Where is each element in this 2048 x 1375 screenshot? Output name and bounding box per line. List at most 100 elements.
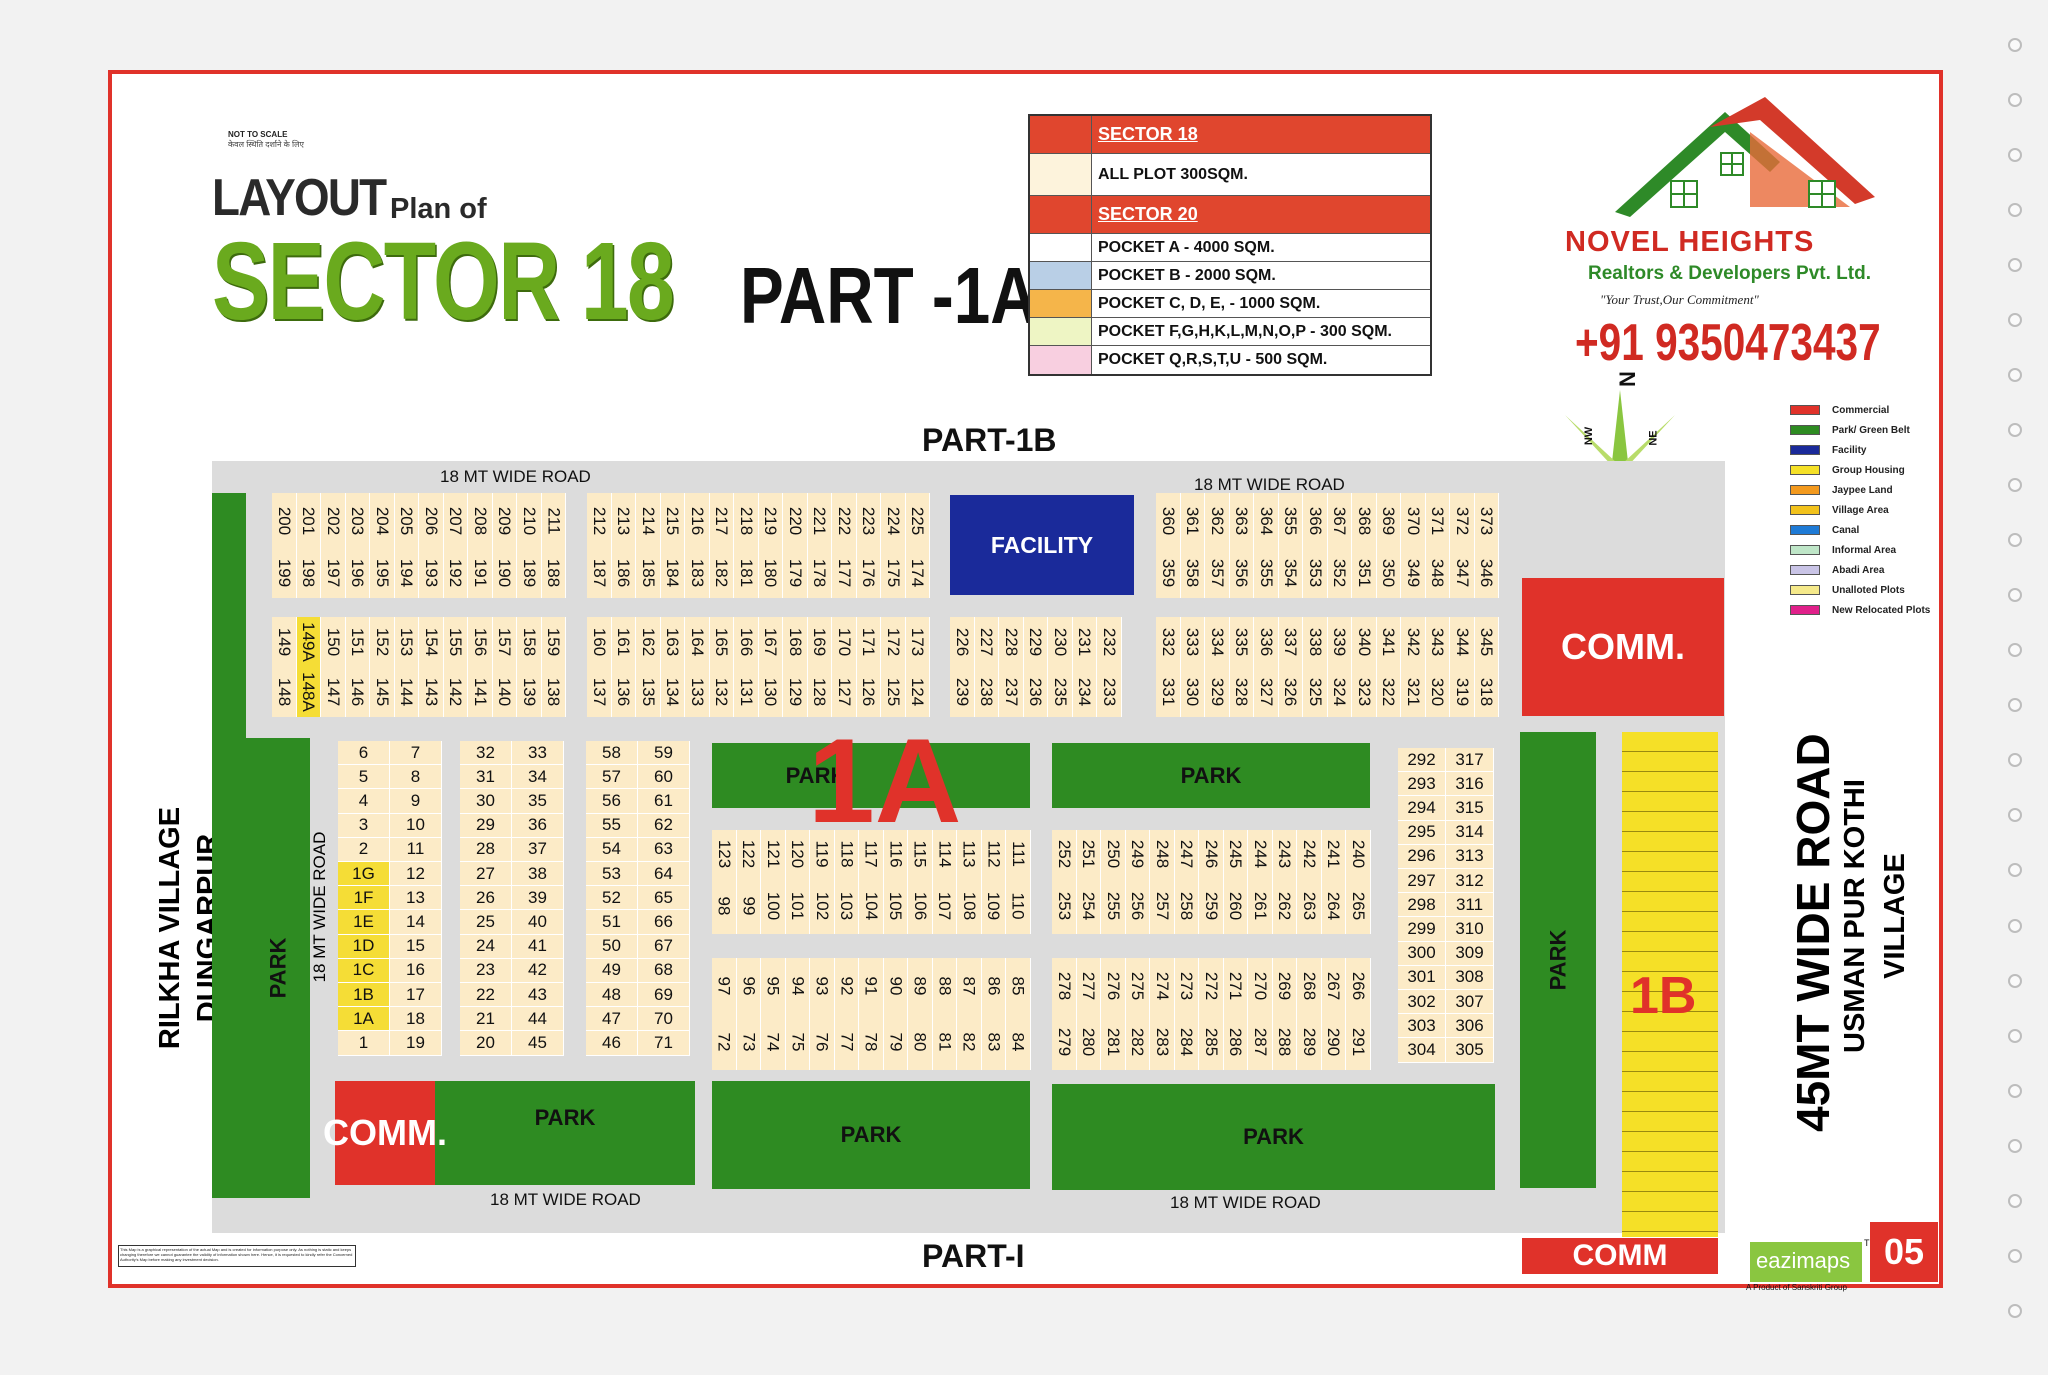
plot-1C: 1C <box>338 958 390 983</box>
plot-67: 67 <box>638 934 690 959</box>
key-swatch <box>1790 485 1820 495</box>
plot-number: 283 <box>1152 1027 1172 1057</box>
plot-number: 82 <box>959 1032 979 1052</box>
plot-1E: 1E <box>338 910 390 935</box>
plot-100: 100 <box>761 878 786 934</box>
plot-number: 226 <box>952 627 972 657</box>
plot-number: 260 <box>1226 891 1246 921</box>
plot-151: 151 <box>345 617 370 667</box>
plot-170: 170 <box>832 617 857 667</box>
plot-16: 16 <box>390 958 442 983</box>
plot-number: 135 <box>638 677 658 707</box>
park-left-vertical: PARK <box>246 738 310 1198</box>
park-right-vertical: PARK <box>1520 732 1596 1188</box>
plot-268: 268 <box>1297 958 1322 1014</box>
plot-21: 21 <box>460 1007 512 1032</box>
plot-183: 183 <box>685 548 710 598</box>
plot-number: 272 <box>1201 971 1221 1001</box>
plot-120: 120 <box>785 830 810 878</box>
plot-318: 318 <box>1474 667 1499 717</box>
plot-number: 253 <box>1054 891 1074 921</box>
plot-123: 123 <box>712 830 737 878</box>
plot-number: 355 <box>1256 558 1276 588</box>
binder-ring <box>2008 313 2022 328</box>
plot-number: 183 <box>687 558 707 588</box>
plot-109: 109 <box>981 878 1006 934</box>
plot-number: 330 <box>1183 677 1203 707</box>
plot-number: 326 <box>1281 677 1301 707</box>
plot-14: 14 <box>390 910 442 935</box>
plot-number: 257 <box>1152 891 1172 921</box>
plot-number: 78 <box>861 1032 881 1052</box>
plot-283: 283 <box>1150 1014 1175 1070</box>
plot-202: 202 <box>321 493 346 548</box>
legend-text: SECTOR 18 <box>1098 124 1198 144</box>
plot-327: 327 <box>1254 667 1279 717</box>
plot-159: 159 <box>541 617 566 667</box>
plot-260: 260 <box>1223 878 1248 934</box>
binder-rings <box>2008 38 2028 1318</box>
plot-number: 127 <box>834 677 854 707</box>
plot-number: 154 <box>421 627 441 657</box>
plot-number: 186 <box>614 558 634 588</box>
plot-112: 112 <box>981 830 1006 878</box>
plot-number: 175 <box>883 558 903 588</box>
plot-148: 148 <box>272 667 297 717</box>
plot-19: 19 <box>390 1031 442 1056</box>
comm-label: COMM. <box>1561 626 1685 667</box>
plot-number: 197 <box>323 558 343 588</box>
plot-317: 317 <box>1446 748 1494 773</box>
plot-363: 363 <box>1229 493 1254 548</box>
plot-172: 172 <box>881 617 906 667</box>
plot-153: 153 <box>394 617 419 667</box>
plot-number: 171 <box>859 627 879 657</box>
plot-20: 20 <box>460 1031 512 1056</box>
plot-33: 33 <box>512 741 564 766</box>
company-slogan: "Your Trust,Our Commitment" <box>1600 292 1759 307</box>
part-title: PART -1A <box>740 251 1038 340</box>
binder-ring <box>2008 368 2022 383</box>
plot-number: 368 <box>1354 506 1374 535</box>
key-label: Informal Area <box>1832 544 1897 556</box>
plot-number: 333 <box>1183 627 1203 657</box>
park-label: PARK <box>534 1105 596 1130</box>
plot-322: 322 <box>1376 667 1401 717</box>
plot-135: 135 <box>636 667 661 717</box>
plot-234: 234 <box>1072 667 1097 717</box>
plot-number: 200 <box>274 506 294 535</box>
plot-number: 90 <box>886 976 906 996</box>
plot-72: 72 <box>712 1014 737 1070</box>
village-rilkha-label: RILKHA VILLAGE <box>154 806 186 1050</box>
plot-232: 232 <box>1097 617 1122 667</box>
plot-326: 326 <box>1278 667 1303 717</box>
village-usmanpur-label: USMAN PUR KOTHI <box>1839 779 1871 1053</box>
binder-ring <box>2008 1138 2022 1153</box>
plot-314: 314 <box>1446 820 1494 845</box>
plot-number: 345 <box>1477 627 1497 657</box>
plot-number: 95 <box>763 976 783 996</box>
binder-ring <box>2008 533 2022 548</box>
plot-304: 304 <box>1398 1038 1446 1063</box>
legend-swatch <box>1030 290 1092 317</box>
plot-287: 287 <box>1248 1014 1273 1070</box>
plot-49: 49 <box>586 958 638 983</box>
plot-number: 208 <box>470 506 490 535</box>
plot-53: 53 <box>586 862 638 887</box>
sector-title: SECTOR 18 <box>212 220 675 343</box>
plot-212: 212 <box>587 493 612 548</box>
plot-291: 291 <box>1346 1014 1371 1070</box>
plot-148A: 148A <box>296 667 321 717</box>
plot-number: 136 <box>614 677 634 707</box>
plot-38: 38 <box>512 862 564 887</box>
plot-320: 320 <box>1425 667 1450 717</box>
plot-8: 8 <box>390 765 442 790</box>
legend-swatch <box>1030 234 1092 261</box>
plot-number: 233 <box>1099 677 1119 707</box>
legend-text: POCKET C, D, E, - 1000 SQM. <box>1098 294 1321 312</box>
plot-number: 182 <box>712 558 732 588</box>
plot-229: 229 <box>1023 617 1048 667</box>
plot-184: 184 <box>660 548 685 598</box>
legend-row: POCKET A - 4000 SQM. <box>1030 234 1430 262</box>
plot-197: 197 <box>321 548 346 598</box>
